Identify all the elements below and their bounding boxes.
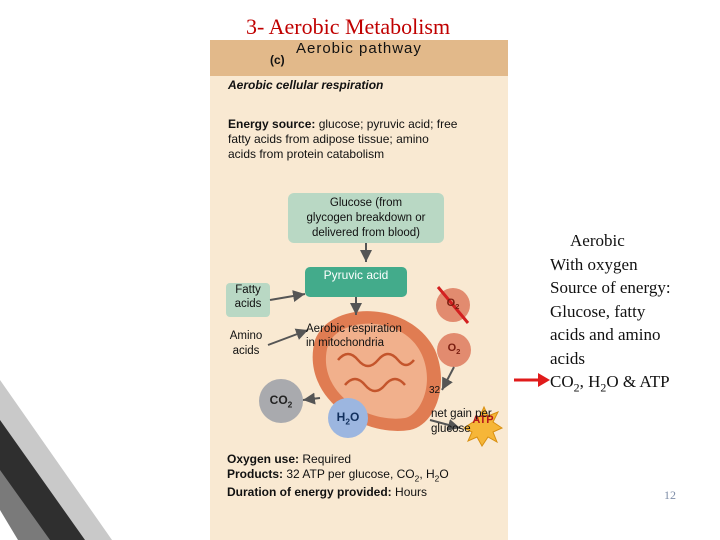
cristae-2 [344, 377, 406, 393]
notes-line-2: With oxygen [550, 254, 638, 274]
amino-acids-line-1: Amino [229, 330, 263, 342]
decoration-stripe-light [0, 380, 112, 540]
co2-label: CO2 [261, 393, 301, 409]
glucose-line-1: Glucose (from [329, 197, 403, 209]
arrow-amino-mito [267, 328, 309, 346]
mitochondrion-inner [325, 323, 427, 419]
panel-title: Aerobic pathway [296, 40, 422, 57]
o2-circle-2 [437, 333, 471, 367]
o2-label-1-base: O [446, 297, 456, 309]
notes-line-7-sub1: 2 [573, 380, 580, 395]
h2o-circle [328, 398, 368, 438]
energy-source-line-2: fatty acids from adipose tissue; amino [228, 132, 429, 146]
red-arrow [514, 373, 550, 387]
notes-line-7-sub2: 2 [600, 380, 607, 395]
fatty-acids-label: Fatty acids [226, 283, 270, 311]
o2-strike-1 [436, 286, 470, 324]
h2o-label: H2O [328, 410, 368, 426]
respiration-label: Aerobic respiration in mitochondria [306, 322, 402, 350]
oxygen-use-label: Oxygen use: [227, 452, 300, 466]
notes-text: Aerobic With oxygen Source of energy: Gl… [550, 229, 700, 400]
h2o-label-pre: H [336, 410, 346, 424]
glucose-box [288, 193, 444, 243]
fatty-acids-line-1: Fatty [235, 284, 261, 296]
notes-line-6: acids [550, 348, 585, 368]
duration-label: Duration of energy provided: [227, 485, 392, 500]
page-number: 12 [664, 488, 676, 502]
respiration-line-1: Aerobic respiration [306, 323, 402, 335]
fatty-acids-line-2: acids [234, 298, 262, 310]
products-sub-a: 2 [414, 472, 420, 483]
panel-header [210, 40, 508, 76]
duration-row: Duration of energy provided: Hours [227, 485, 449, 500]
oxygen-use-value: Required [299, 452, 352, 466]
panel-letter: (c) [270, 53, 285, 67]
oxygen-use-row: Oxygen use: Required [227, 452, 449, 467]
notes-line-7-a: CO [550, 372, 574, 391]
net-gain-label: net gain per glucose [431, 407, 492, 437]
duration-value: Hours [391, 485, 428, 500]
products-row: Products: 32 ATP per glucose, CO2, H2O [227, 467, 449, 486]
co2-circle [259, 379, 303, 423]
atp-count: 32 [429, 385, 441, 396]
amino-acids-box [224, 326, 268, 364]
products-value-b: , H [419, 466, 435, 481]
arrow-mito-atp [429, 419, 461, 431]
o2-label-2-base: O [447, 342, 457, 354]
pathway-diagram [224, 193, 504, 447]
energy-source-line-3: acids from protein catabolism [228, 147, 385, 161]
energy-source-label: Energy source: [228, 117, 316, 131]
products-sub-b: 2 [434, 472, 440, 483]
h2o-label-sub: 2 [345, 416, 350, 427]
cristae [337, 352, 415, 368]
arrow-fatty-mito [269, 290, 306, 302]
o2-label-1: O2 [436, 297, 470, 311]
notes-line-5: acids and amino [550, 325, 661, 344]
glucose-line-2: glycogen breakdown or [306, 212, 426, 224]
pyruvic-acid-box [305, 267, 407, 297]
notes-line-1: Aerobic [570, 231, 625, 250]
pyruvic-acid-label: Pyruvic acid [323, 268, 389, 282]
amino-acids-label: Amino acids [224, 329, 268, 359]
net-gain-line-2: glucose [431, 423, 471, 435]
arrow-o2-mito [441, 366, 455, 391]
energy-source-line-1: glucose; pyruvic acid; free [315, 117, 458, 131]
energy-source-text: Energy source: glucose; pyruvic acid; fr… [228, 117, 508, 162]
h2o-label-post: O [350, 410, 360, 424]
notes-line-7-b: , H [579, 372, 601, 391]
glucose-label: Glucose (from glycogen breakdown or deli… [288, 196, 444, 241]
o2-label-1-sub: 2 [455, 302, 460, 312]
notes-line-7-c: O & ATP [606, 372, 670, 391]
atp-label: ATP [472, 414, 494, 426]
products-label: Products: [227, 466, 284, 481]
co2-label-sub: 2 [287, 399, 293, 410]
atp-starburst [463, 405, 504, 447]
arrow-mito-co2 [302, 392, 321, 405]
products-value-a: 32 ATP per glucose, CO [283, 466, 415, 481]
fatty-acids-box [226, 283, 270, 317]
notes-line-3: Source of energy: [550, 278, 671, 297]
slide-title: 3- Aerobic Metabolism [246, 14, 451, 39]
aerobic-pathway-figure: (c) Aerobic pathway Aerobic cellular res… [210, 40, 508, 540]
o2-label-2-sub: 2 [456, 347, 461, 357]
amino-acids-line-2: acids [232, 345, 260, 357]
net-gain-line-1: net gain per [431, 408, 492, 420]
notes-line-7: CO2, H2O & ATP [550, 370, 700, 400]
respiration-line-2: in mitochondria [306, 337, 384, 349]
glucose-line-3: delivered from blood) [311, 227, 421, 239]
summary-text: Oxygen use: Required Products: 32 ATP pe… [227, 452, 449, 500]
decoration-stripe-gray [0, 470, 50, 540]
left-decoration [0, 380, 112, 540]
co2-label-base: CO [269, 393, 288, 407]
products-value-c: O [439, 466, 449, 481]
figure-heading: Aerobic cellular respiration [228, 78, 384, 92]
notes-line-4: Glucose, fatty [550, 301, 646, 321]
o2-label-2: O2 [437, 342, 471, 356]
